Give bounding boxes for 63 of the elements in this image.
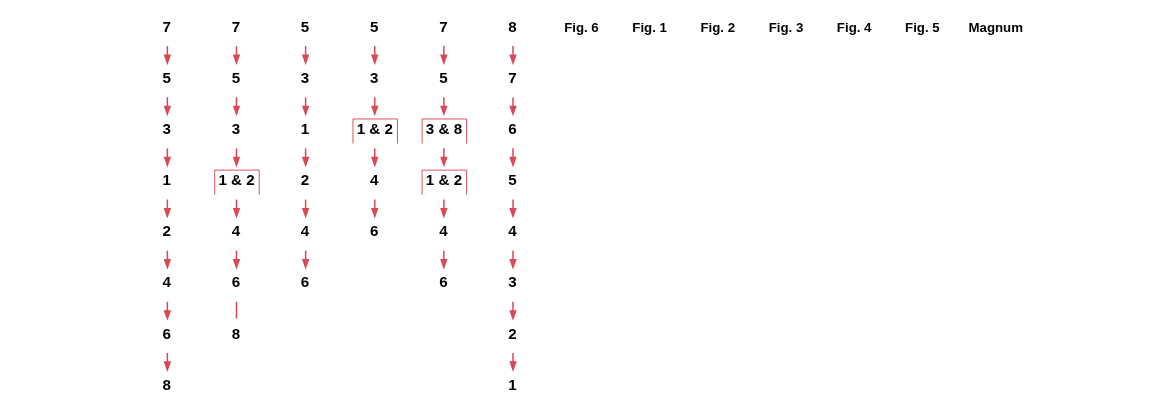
node-text: 5 xyxy=(231,68,240,86)
arrow xyxy=(439,198,448,219)
node-text: 6 xyxy=(162,324,171,342)
node-text: 7 xyxy=(162,17,171,35)
node-text: 4 xyxy=(507,222,517,240)
label: Magnum xyxy=(968,19,1023,35)
node-text: 8 xyxy=(507,17,517,35)
label: Fig. 1 xyxy=(631,19,667,35)
arrow xyxy=(508,249,517,270)
label: Fig. 3 xyxy=(768,19,803,35)
node-text: 4 xyxy=(231,222,240,240)
arrow xyxy=(439,147,448,168)
node-text: 3 xyxy=(369,68,378,86)
arrow xyxy=(439,96,448,117)
node-text: 5 xyxy=(300,17,309,35)
node-text: 7 xyxy=(438,17,448,35)
node-text: 7 xyxy=(507,68,517,86)
node-text: 4 xyxy=(162,273,171,291)
node-text: 3 xyxy=(231,119,240,137)
label: Fig. 6 xyxy=(563,19,599,35)
node-text: 1 xyxy=(300,119,309,137)
node-text: 6 xyxy=(369,222,378,240)
arrow xyxy=(439,45,448,66)
arrow xyxy=(508,352,517,372)
arrow xyxy=(508,147,517,168)
node-text: 3 & 8 xyxy=(425,119,462,137)
arrow xyxy=(370,198,378,219)
label: Fig. 4 xyxy=(836,19,871,35)
arrow xyxy=(508,96,517,117)
node-text: 7 xyxy=(231,17,240,35)
node-text: 6 xyxy=(438,273,448,291)
node-text: 4 xyxy=(438,222,448,240)
node-text: 6 xyxy=(507,119,517,137)
node-text: 2 xyxy=(507,324,517,342)
arrow xyxy=(370,45,378,66)
arrow xyxy=(370,96,378,117)
node-text: 1 & 2 xyxy=(217,171,255,189)
node-text: 1 xyxy=(507,375,517,393)
node-text: 1 & 2 xyxy=(425,171,462,189)
node-text: 6 xyxy=(231,273,240,291)
node-text: 2 xyxy=(162,222,171,240)
label: Fig. 5 xyxy=(904,19,940,35)
arrow xyxy=(508,198,517,219)
node-text: 2 xyxy=(300,171,309,189)
node-text: 3 xyxy=(300,68,309,86)
node-text: 4 xyxy=(300,222,309,240)
arrow xyxy=(370,147,378,168)
node-text: 3 xyxy=(162,119,171,137)
node-text: 1 & 2 xyxy=(356,119,393,137)
node-text: 3 xyxy=(507,273,517,291)
node-text: 6 xyxy=(300,273,309,291)
node-text: 5 xyxy=(162,68,171,86)
node-text: 5 xyxy=(438,68,448,86)
label: Fig. 2 xyxy=(700,19,735,35)
node-text: 5 xyxy=(507,171,517,189)
node-text: 8 xyxy=(231,324,240,342)
node-text: 5 xyxy=(369,17,378,35)
arrow xyxy=(439,249,448,270)
node-text: 1 xyxy=(162,171,171,189)
node-text: 4 xyxy=(369,171,378,189)
arrow xyxy=(508,301,517,321)
node-text: 8 xyxy=(162,375,171,393)
arrow xyxy=(508,45,517,66)
